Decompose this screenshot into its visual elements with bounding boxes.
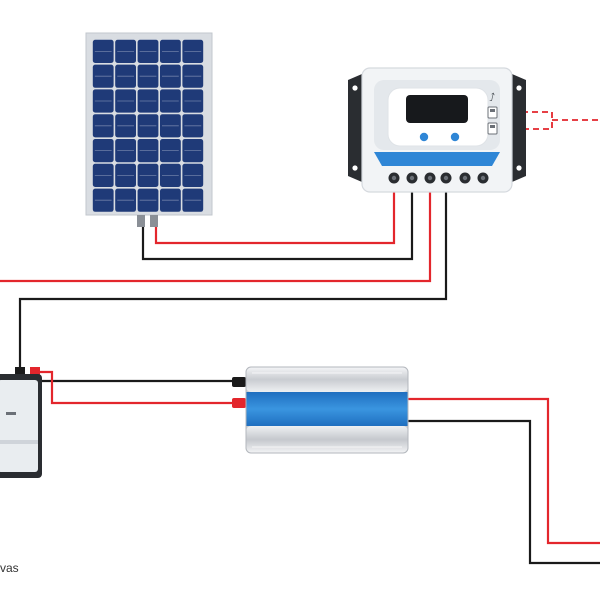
ac-output-black-wire (408, 419, 600, 565)
inverter-positive-wire (36, 370, 238, 405)
solar-cell (182, 163, 204, 187)
usb-port-2 (487, 122, 498, 135)
solar-cell (115, 114, 136, 138)
usb-port-1 (487, 106, 498, 119)
solar-cell (182, 64, 204, 88)
solar-cell (182, 89, 204, 113)
solar-cell (92, 139, 114, 163)
solar-cell (137, 114, 159, 138)
solar-cell (182, 114, 204, 138)
solar-cell (115, 163, 136, 187)
solar-cell (115, 139, 136, 163)
wires (0, 111, 600, 565)
solar-cell (182, 139, 204, 163)
solar-cell (115, 39, 136, 63)
solar-cell (92, 114, 114, 138)
controller-terminals (388, 172, 489, 184)
solar-cell (182, 39, 204, 63)
solar-cell (160, 139, 181, 163)
battery-negative-wire (18, 176, 448, 372)
usb-output-dashed-wire (502, 111, 600, 130)
controller-button-right[interactable] (450, 132, 460, 142)
solar-cell (92, 163, 114, 187)
solar-cell (160, 188, 181, 212)
solar-cell (137, 89, 159, 113)
solar-cell (160, 39, 181, 63)
solar-cell (137, 39, 159, 63)
battery-positive-wire (0, 176, 432, 283)
solar-cell (160, 64, 181, 88)
usb-icon: ⭜ (489, 92, 495, 104)
solar-cells (92, 39, 204, 212)
solar-cell (160, 163, 181, 187)
solar-cell (137, 139, 159, 163)
controller-button-left[interactable] (419, 132, 429, 142)
solar-cell (115, 188, 136, 212)
solar-cell (137, 163, 159, 187)
solar-cell (160, 89, 181, 113)
solar-cell (115, 64, 136, 88)
solar-cell (160, 114, 181, 138)
solar-cell (92, 39, 114, 63)
solar-cell (92, 188, 114, 212)
solar-cell (182, 188, 204, 212)
ac-output-red-wire (408, 397, 600, 545)
caption-text: vas (0, 561, 19, 575)
panel-positive-wire (154, 176, 396, 245)
solar-panel-icon (85, 32, 213, 227)
solar-cell (115, 89, 136, 113)
inverter-icon (232, 366, 409, 454)
controller-display (406, 95, 468, 123)
solar-cell (137, 64, 159, 88)
panel-negative-wire (141, 176, 414, 261)
solar-cell (137, 188, 159, 212)
solar-cell (92, 64, 114, 88)
battery-icon (0, 367, 42, 478)
solar-cell (92, 89, 114, 113)
charge-controller-icon: ⭜ (348, 67, 526, 193)
